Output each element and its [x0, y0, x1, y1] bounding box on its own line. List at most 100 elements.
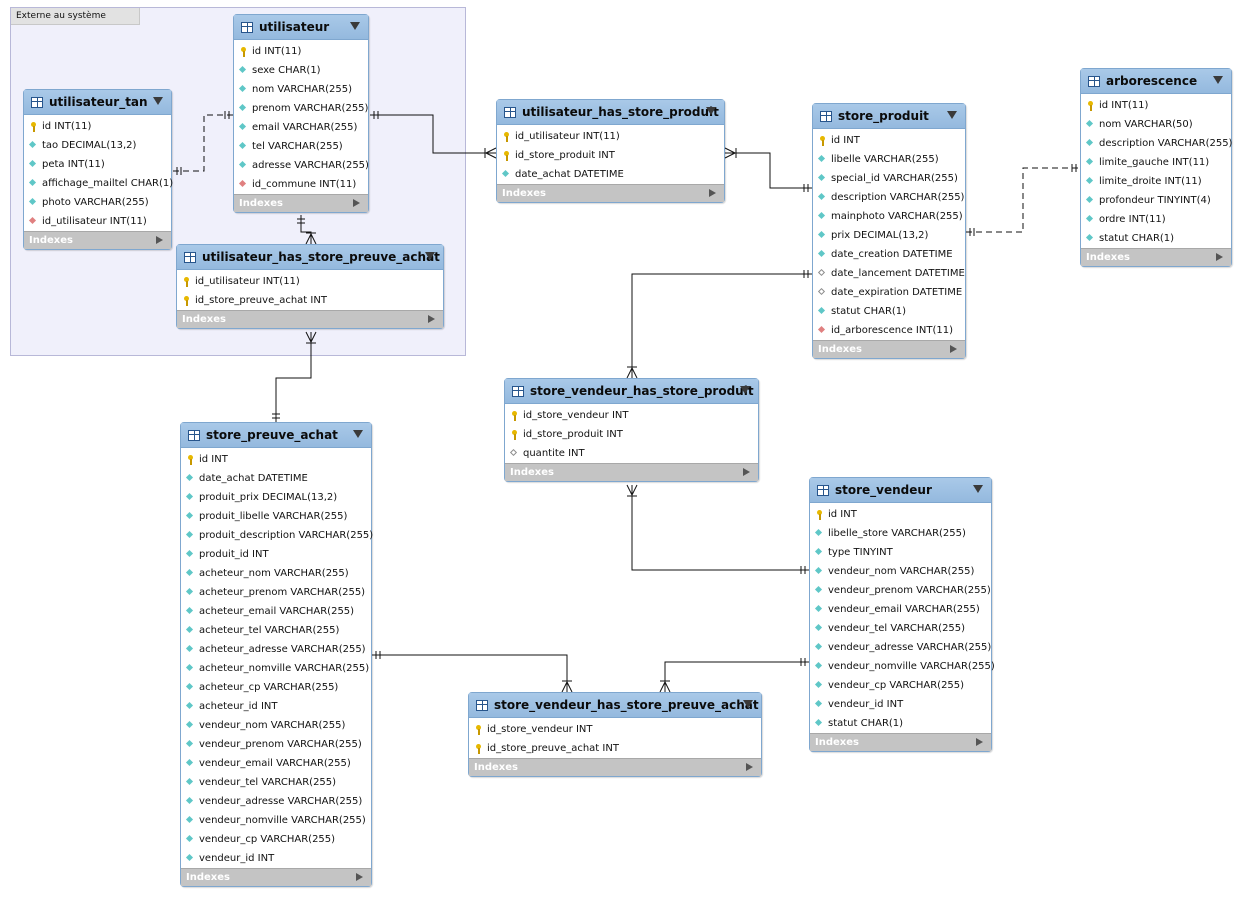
column-row[interactable]: vendeur_prenom VARCHAR(255)	[181, 735, 371, 754]
column-row[interactable]: vendeur_id INT	[181, 849, 371, 868]
column-row[interactable]: description VARCHAR(255)	[813, 188, 965, 207]
indexes-section[interactable]: Indexes	[810, 733, 991, 751]
table-utilisateur[interactable]: utilisateur id INT(11)sexe CHAR(1)nom VAR…	[233, 14, 369, 213]
column-row[interactable]: vendeur_nom VARCHAR(255)	[181, 716, 371, 735]
column-row[interactable]: ordre INT(11)	[1081, 210, 1231, 229]
indexes-section[interactable]: Indexes	[1081, 248, 1231, 266]
column-row[interactable]: vendeur_nomville VARCHAR(255)	[810, 657, 995, 676]
column-row[interactable]: vendeur_cp VARCHAR(255)	[181, 830, 371, 849]
indexes-section[interactable]: Indexes	[24, 231, 171, 249]
column-row[interactable]: id_store_preuve_achat INT	[177, 291, 443, 310]
collapse-caret-icon[interactable]	[350, 22, 360, 30]
column-row[interactable]: vendeur_email VARCHAR(255)	[181, 754, 371, 773]
column-row[interactable]: vendeur_tel VARCHAR(255)	[810, 619, 991, 638]
table-header[interactable]: utilisateur_tan	[24, 90, 171, 115]
column-row[interactable]: tel VARCHAR(255)	[234, 137, 368, 156]
column-row[interactable]: produit_description VARCHAR(255)	[181, 526, 373, 545]
column-row[interactable]: acheteur_cp VARCHAR(255)	[181, 678, 371, 697]
indexes-section[interactable]: Indexes	[813, 340, 965, 358]
column-row[interactable]: id INT(11)	[234, 42, 368, 61]
column-row[interactable]: produit_prix DECIMAL(13,2)	[181, 488, 371, 507]
expand-caret-icon[interactable]	[1216, 253, 1223, 261]
indexes-section[interactable]: Indexes	[234, 194, 368, 212]
column-row[interactable]: date_creation DATETIME	[813, 245, 965, 264]
table-header[interactable]: utilisateur	[234, 15, 368, 40]
column-row[interactable]: libelle_store VARCHAR(255)	[810, 524, 991, 543]
column-row[interactable]: special_id VARCHAR(255)	[813, 169, 965, 188]
column-row[interactable]: id_utilisateur INT(11)	[497, 127, 724, 146]
column-row[interactable]: type TINYINT	[810, 543, 991, 562]
column-row[interactable]: vendeur_adresse VARCHAR(255)	[181, 792, 371, 811]
column-row[interactable]: vendeur_tel VARCHAR(255)	[181, 773, 371, 792]
collapse-caret-icon[interactable]	[353, 430, 363, 438]
column-row[interactable]: date_achat DATETIME	[181, 469, 371, 488]
column-row[interactable]: date_achat DATETIME	[497, 165, 724, 184]
expand-caret-icon[interactable]	[709, 189, 716, 197]
column-row[interactable]: id_utilisateur INT(11)	[177, 272, 443, 291]
column-row[interactable]: vendeur_cp VARCHAR(255)	[810, 676, 991, 695]
column-row[interactable]: peta INT(11)	[24, 155, 171, 174]
column-row[interactable]: acheteur_prenom VARCHAR(255)	[181, 583, 371, 602]
column-row[interactable]: id_store_produit INT	[505, 425, 758, 444]
column-row[interactable]: id_utilisateur INT(11)	[24, 212, 171, 231]
expand-caret-icon[interactable]	[976, 738, 983, 746]
column-row[interactable]: vendeur_nom VARCHAR(255)	[810, 562, 991, 581]
indexes-section[interactable]: Indexes	[497, 184, 724, 202]
indexes-section[interactable]: Indexes	[505, 463, 758, 481]
column-row[interactable]: acheteur_nomville VARCHAR(255)	[181, 659, 371, 678]
column-row[interactable]: photo VARCHAR(255)	[24, 193, 171, 212]
column-row[interactable]: sexe CHAR(1)	[234, 61, 368, 80]
indexes-section[interactable]: Indexes	[469, 758, 761, 776]
column-row[interactable]: acheteur_nom VARCHAR(255)	[181, 564, 371, 583]
expand-caret-icon[interactable]	[353, 199, 360, 207]
column-row[interactable]: id_commune INT(11)	[234, 175, 368, 194]
column-row[interactable]: statut CHAR(1)	[1081, 229, 1231, 248]
column-row[interactable]: limite_gauche INT(11)	[1081, 153, 1231, 172]
expand-caret-icon[interactable]	[746, 763, 753, 771]
column-row[interactable]: id INT	[813, 131, 965, 150]
column-row[interactable]: produit_id INT	[181, 545, 371, 564]
column-row[interactable]: mainphoto VARCHAR(255)	[813, 207, 965, 226]
column-row[interactable]: id INT(11)	[1081, 96, 1231, 115]
expand-caret-icon[interactable]	[743, 468, 750, 476]
collapse-caret-icon[interactable]	[743, 700, 753, 708]
column-row[interactable]: acheteur_tel VARCHAR(255)	[181, 621, 371, 640]
column-row[interactable]: acheteur_id INT	[181, 697, 371, 716]
collapse-caret-icon[interactable]	[1213, 76, 1223, 84]
column-row[interactable]: acheteur_adresse VARCHAR(255)	[181, 640, 371, 659]
column-row[interactable]: vendeur_adresse VARCHAR(255)	[810, 638, 991, 657]
column-row[interactable]: adresse VARCHAR(255)	[234, 156, 369, 175]
column-row[interactable]: date_lancement DATETIME	[813, 264, 965, 283]
column-row[interactable]: nom VARCHAR(255)	[234, 80, 368, 99]
column-row[interactable]: id INT	[181, 450, 371, 469]
collapse-caret-icon[interactable]	[706, 107, 716, 115]
expand-caret-icon[interactable]	[950, 345, 957, 353]
column-row[interactable]: id INT(11)	[24, 117, 171, 136]
indexes-section[interactable]: Indexes	[181, 868, 371, 886]
table-header[interactable]: arborescence	[1081, 69, 1231, 94]
column-row[interactable]: quantite INT	[505, 444, 758, 463]
column-row[interactable]: limite_droite INT(11)	[1081, 172, 1231, 191]
table-header[interactable]: store_vendeur_has_store_produit	[505, 379, 758, 404]
table-header[interactable]: store_preuve_achat	[181, 423, 371, 448]
column-row[interactable]: tao DECIMAL(13,2)	[24, 136, 171, 155]
column-row[interactable]: id_store_vendeur INT	[505, 406, 758, 425]
collapse-caret-icon[interactable]	[153, 97, 163, 105]
collapse-caret-icon[interactable]	[947, 111, 957, 119]
column-row[interactable]: vendeur_prenom VARCHAR(255)	[810, 581, 991, 600]
column-row[interactable]: id_store_produit INT	[497, 146, 724, 165]
column-row[interactable]: libelle VARCHAR(255)	[813, 150, 965, 169]
table-header[interactable]: store_produit	[813, 104, 965, 129]
column-row[interactable]: produit_libelle VARCHAR(255)	[181, 507, 371, 526]
column-row[interactable]: affichage_mailtel CHAR(1)	[24, 174, 173, 193]
column-row[interactable]: nom VARCHAR(50)	[1081, 115, 1231, 134]
collapse-caret-icon[interactable]	[425, 252, 435, 260]
expand-caret-icon[interactable]	[356, 873, 363, 881]
column-row[interactable]: id_store_vendeur INT	[469, 720, 761, 739]
